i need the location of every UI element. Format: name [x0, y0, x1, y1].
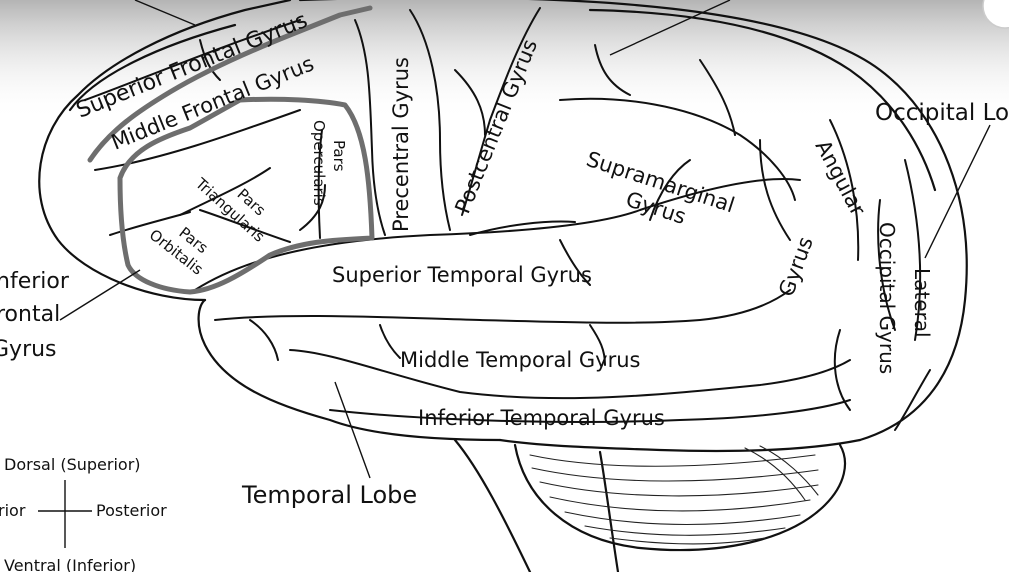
label-superior-temporal-gyrus: Superior Temporal Gyrus	[332, 263, 592, 287]
compass-dorsal-label: Dorsal (Superior)	[4, 455, 141, 474]
orientation-compass: Dorsal (Superior) rior Posterior Ventral…	[0, 455, 167, 572]
pars-opercularis-line-2: Opercularis	[310, 120, 328, 206]
label-inferior-frontal-gyrus: nferior rontal Gyrus	[0, 269, 76, 362]
label-lateral: Lateral	[910, 268, 934, 338]
label-middle-temporal-gyrus: Middle Temporal Gyrus	[400, 348, 640, 372]
pars-divider-2	[199, 209, 291, 243]
compass-anterior-label: rior	[0, 501, 26, 520]
label-temporal-lobe: Temporal Lobe	[241, 481, 417, 509]
pars-divider-1	[317, 129, 323, 239]
inferior-frontal-line-1: nferior	[0, 269, 70, 294]
top-shading	[0, 0, 1009, 120]
label-precentral-gyrus: Precentral Gyrus	[389, 57, 413, 232]
sulci	[84, 7, 931, 431]
leader-parietal	[609, 0, 731, 56]
brain-outline	[38, 0, 968, 572]
label-occipital-gyrus: Occipital Gyrus	[875, 222, 899, 374]
pars-opercularis-line-1: Pars	[330, 140, 348, 172]
label-angular-gyrus-2: Gyrus	[774, 234, 818, 300]
label-occipital-lobe: Occipital Lo	[875, 100, 1009, 126]
label-angular-gyrus-1: Angular	[811, 136, 871, 220]
broca-area-outline	[117, 96, 375, 295]
label-pars-opercularis: Pars Opercularis	[310, 120, 348, 206]
inferior-frontal-region-outline	[87, 5, 373, 163]
inferior-frontal-line-3: Gyrus	[0, 337, 57, 362]
compass-ventral-label: Ventral (Inferior)	[4, 556, 136, 572]
compass-posterior-label: Posterior	[96, 501, 167, 520]
leader-inferior-frontal	[59, 269, 141, 321]
inferior-frontal-line-2: rontal	[0, 302, 60, 327]
corner-badge	[982, 0, 1009, 29]
leader-temporal-lobe	[334, 381, 371, 479]
leader-occipital-lobe	[924, 124, 991, 259]
label-inferior-temporal-gyrus: Inferior Temporal Gyrus	[418, 406, 665, 430]
leader-superior-frontal	[134, 0, 196, 26]
cerebellum	[513, 443, 847, 552]
